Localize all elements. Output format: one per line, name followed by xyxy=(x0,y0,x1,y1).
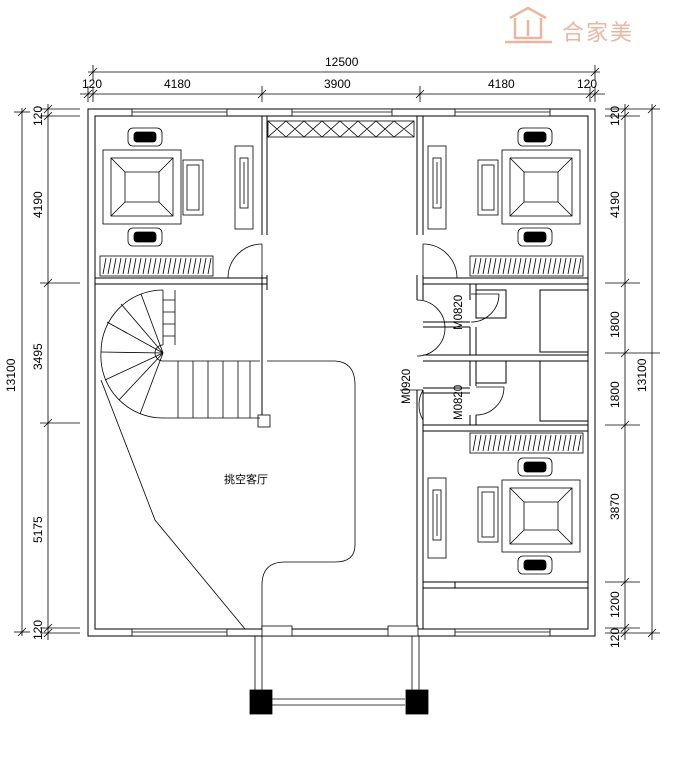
dim-left-5175: 5175 xyxy=(31,516,45,543)
entrance-porch xyxy=(249,625,429,715)
door-label-m0920: M0920 xyxy=(401,369,413,404)
interior-walls xyxy=(95,116,589,629)
dim-left-3495: 3495 xyxy=(31,343,45,370)
door-label-m0820-upper: M0820 xyxy=(453,295,465,330)
dim-right-3870: 3870 xyxy=(608,493,622,520)
spiral-staircase xyxy=(100,289,271,428)
dim-left-4190: 4190 xyxy=(31,191,45,218)
living-void-outline xyxy=(100,360,356,630)
dim-right-1800-b: 1800 xyxy=(608,381,622,408)
dim-right-120-top: 120 xyxy=(608,106,622,126)
dim-left-120-top: 120 xyxy=(31,106,45,126)
left-bedroom-furniture xyxy=(99,127,254,277)
exterior-walls xyxy=(87,108,596,637)
house-logo-icon xyxy=(505,6,552,44)
dim-left-total: 13100 xyxy=(4,358,18,392)
living-void-label: 挑空客厅 xyxy=(224,472,268,486)
dim-right-4190: 4190 xyxy=(608,191,622,218)
dim-right-1200: 1200 xyxy=(608,591,622,618)
dim-left-120-bottom: 120 xyxy=(31,620,45,640)
dim-top-4180-right: 4180 xyxy=(488,77,515,91)
dim-right-1800-a: 1800 xyxy=(608,311,622,338)
door-swings xyxy=(227,243,505,421)
dim-top-120-left: 120 xyxy=(82,77,102,91)
watermark-text: 合家美 xyxy=(562,21,634,46)
dim-top-120-right: 120 xyxy=(577,77,597,91)
void-lattice xyxy=(267,120,415,138)
dim-top-total: 12500 xyxy=(325,55,359,69)
right-bedroom-bottom-furniture xyxy=(427,432,584,575)
top-windows xyxy=(131,108,551,117)
bottom-windows xyxy=(131,628,551,637)
watermark: 合家美 xyxy=(505,6,634,46)
dim-top-4180-left: 4180 xyxy=(164,77,191,91)
door-label-m0820-lower: M0820 xyxy=(453,385,465,420)
dim-right-total: 13100 xyxy=(635,358,649,392)
dim-top-3900: 3900 xyxy=(324,77,351,91)
right-bedroom-top-furniture xyxy=(427,127,584,277)
dim-right-120-bottom: 120 xyxy=(608,628,622,648)
